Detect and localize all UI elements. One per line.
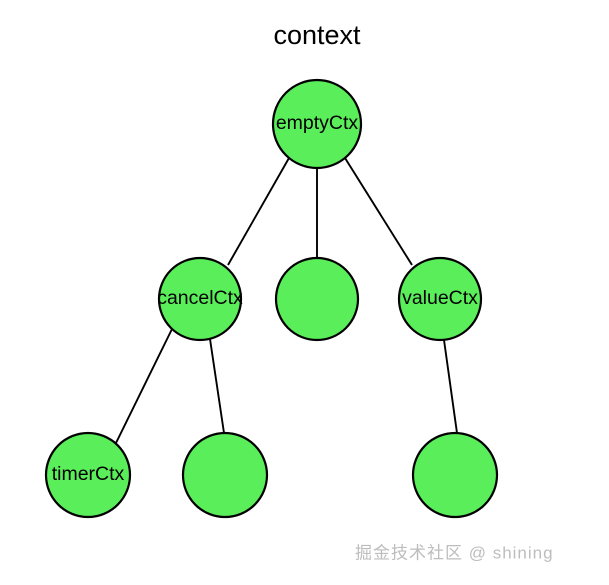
node-emptyCtx[interactable]: emptyCtx	[271, 78, 363, 170]
node-child1[interactable]	[274, 256, 360, 342]
node-timerCtx[interactable]: timerCtx	[44, 431, 132, 519]
node-circle-valueCtx[interactable]	[397, 256, 483, 342]
watermark-label: 掘金技术社区 @ shining	[355, 543, 554, 562]
node-label-timerCtx: timerCtx	[52, 463, 125, 485]
node-label-valueCtx: valueCtx	[402, 287, 478, 309]
node-circle-child2[interactable]	[181, 431, 269, 519]
node-circle-cancelCtx[interactable]	[157, 256, 243, 342]
edge-layer	[115, 157, 458, 444]
node-label-emptyCtx: emptyCtx	[276, 112, 359, 134]
node-circle-timerCtx[interactable]	[44, 431, 132, 519]
edge-emptyCtx-to-cancelCtx	[227, 157, 290, 266]
node-circle-child3[interactable]	[411, 431, 499, 519]
node-cancelCtx[interactable]: cancelCtx	[157, 256, 243, 342]
node-circle-emptyCtx[interactable]	[271, 78, 363, 170]
node-child3[interactable]	[411, 431, 499, 519]
page-title: context	[273, 20, 361, 50]
edge-emptyCtx-to-valueCtx	[344, 157, 413, 266]
node-child2[interactable]	[181, 431, 269, 519]
node-label-cancelCtx: cancelCtx	[157, 287, 243, 309]
edge-cancelCtx-to-timerCtx	[115, 328, 173, 444]
edge-valueCtx-to-child3	[443, 339, 458, 434]
node-layer: emptyCtx cancelCtx valueCtx timerCtx	[44, 78, 499, 519]
node-valueCtx[interactable]: valueCtx	[397, 256, 483, 342]
edge-cancelCtx-to-child2	[209, 338, 225, 434]
node-circle-child1[interactable]	[274, 256, 360, 342]
